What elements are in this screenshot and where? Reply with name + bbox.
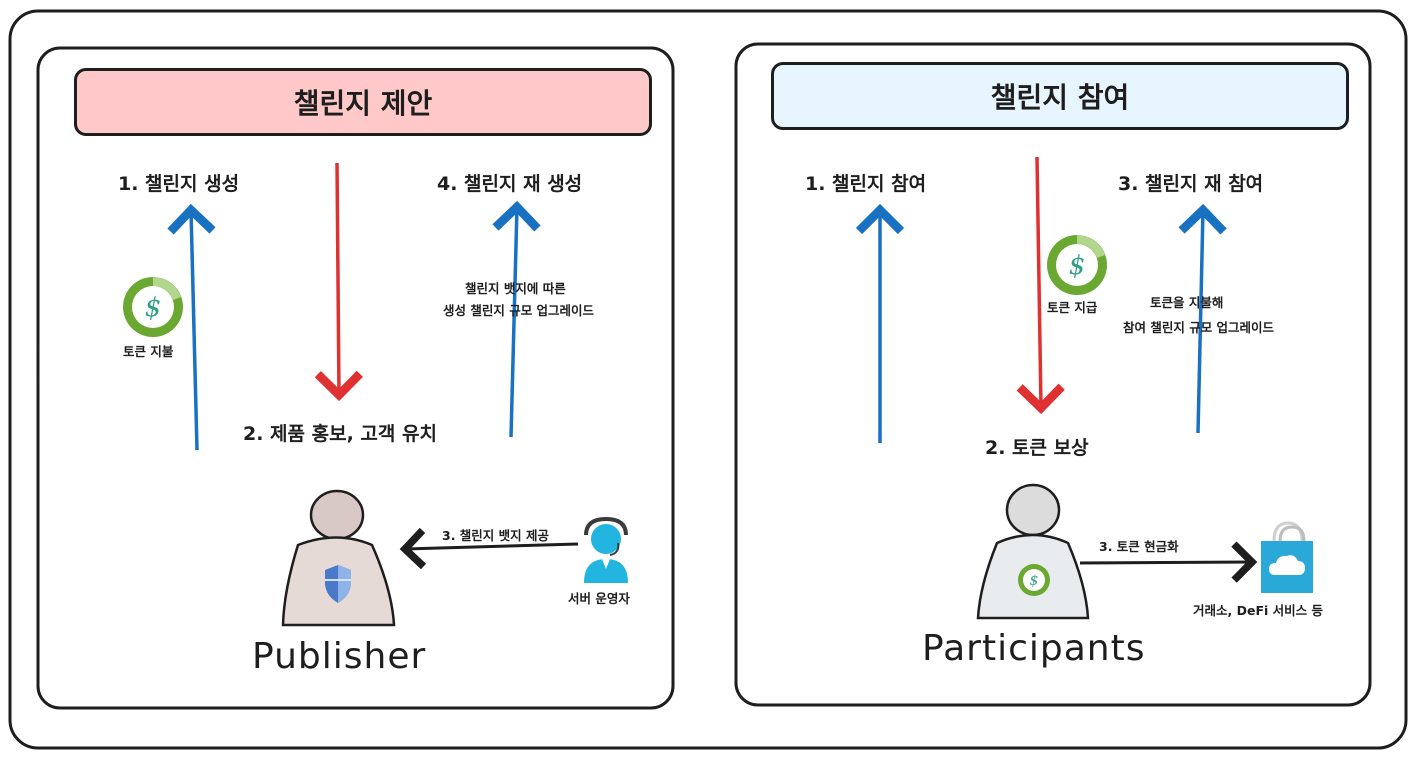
left-token-note: 토큰 지불 (123, 344, 174, 359)
svg-text:$: $ (1069, 251, 1086, 281)
left-panel-frame (36, 46, 675, 710)
right-upgrade-note-line1: 토큰을 지불해 (1150, 295, 1224, 310)
left-panel-title: 챌린지 제안 (74, 68, 652, 136)
left-step2-label: 2. 제품 홍보, 고객 유치 (243, 423, 437, 445)
right-step1-label: 1. 챌린지 참여 (805, 173, 927, 195)
right-token-note: 토큰 지급 (1047, 300, 1098, 315)
right-step4-label: 3. 챌린지 재 참여 (1118, 173, 1264, 195)
right-step2-label: 2. 토큰 보상 (985, 437, 1089, 459)
right-panel-title: 챌린지 참여 (771, 62, 1349, 130)
exchange-label: 거래소, DeFi 서비스 등 (1193, 603, 1323, 618)
left-step3-label: 3. 챌린지 뱃지 제공 (442, 528, 550, 543)
right-step3-label: 3. 토큰 현금화 (1099, 539, 1179, 554)
shopping-bag-icon (1261, 521, 1313, 593)
left-upgrade-note-line1: 챌린지 뱃지에 따른 (465, 281, 566, 296)
participants-person-icon (976, 483, 1090, 620)
right-panel-frame (734, 42, 1372, 707)
right-step2-arrow (1016, 156, 1065, 415)
token-icon: $ (123, 277, 183, 337)
left-step1-label: 1. 챌린지 생성 (118, 173, 240, 195)
operator-icon (584, 516, 628, 583)
left-upgrade-note-line2: 생성 챌린지 규모 업그레이드 (443, 303, 595, 318)
token-icon: $ (1018, 564, 1050, 596)
right-upgrade-note-line2: 참여 챌린지 규모 업그레이드 (1123, 320, 1275, 335)
left-step2-arrow (314, 162, 363, 402)
svg-text:$: $ (145, 293, 162, 323)
left-step1-arrow (167, 203, 216, 451)
outer-frame (8, 9, 1408, 750)
left-badge-arrow (399, 527, 579, 570)
left-step4-arrow (492, 200, 541, 438)
cloud-icon (1269, 555, 1305, 575)
publisher-label: Publisher (252, 636, 427, 677)
participants-label: Participants (922, 628, 1146, 669)
shield-icon (325, 565, 351, 603)
token-icon: $ (1047, 235, 1107, 295)
right-step3-arrow (1178, 203, 1227, 434)
operator-label: 서버 운영자 (568, 591, 630, 606)
left-step4-label: 4. 챌린지 재 생성 (437, 173, 583, 195)
svg-text:$: $ (1030, 573, 1039, 589)
right-cashout-arrow (1079, 541, 1258, 583)
publisher-person-icon (281, 489, 396, 627)
